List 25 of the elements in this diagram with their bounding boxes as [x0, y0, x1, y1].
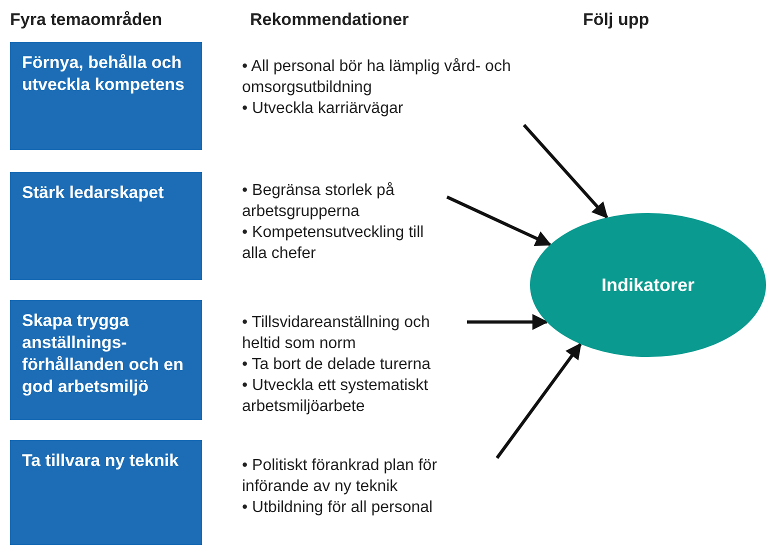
theme-box	[10, 42, 202, 150]
column-heading: Fyra temaområden	[10, 10, 162, 30]
arrow	[446, 196, 552, 246]
bullet-item: • Kompetensutveckling till alla chefer	[242, 223, 425, 264]
theme-label: Ta tillvara ny teknik	[22, 450, 180, 472]
arrow	[496, 342, 582, 459]
theme-label: Stärk ledarskapet	[22, 182, 165, 204]
theme-box	[10, 172, 202, 280]
theme-label: Förnya, behålla och utveckla kompetens	[22, 52, 186, 96]
theme-box	[10, 440, 202, 545]
bullet-item: • Utveckla karriärvägar	[242, 99, 404, 119]
indicator-label: Indikatorer	[601, 274, 695, 296]
theme-box	[10, 300, 202, 420]
bullet-item: • Politiskt förankrad plan för införande av ny teknik	[242, 456, 438, 497]
bullet-item: • Utbildning för all personal	[242, 498, 434, 518]
bullet-item: • Utveckla ett systematiskt arbetsmiljöarbete	[242, 376, 430, 417]
bullet-item: • Begränsa storlek på arbetsgrupperna	[242, 181, 396, 222]
bullet-item: • Tillsvidareanställning och heltid som norm	[242, 313, 431, 354]
column-heading: Följ upp	[583, 10, 650, 30]
arrow	[467, 314, 548, 330]
arrow	[522, 124, 608, 219]
bullet-item: • All personal bör ha lämplig vård- och omsorgsutbildning	[242, 57, 512, 98]
column-heading: Rekommendationer	[250, 10, 409, 30]
theme-label: Skapa trygga anställnings- förhållanden och en god arbetsmiljö	[22, 310, 185, 398]
bullet-item: • Ta bort de delade turerna	[242, 355, 432, 375]
